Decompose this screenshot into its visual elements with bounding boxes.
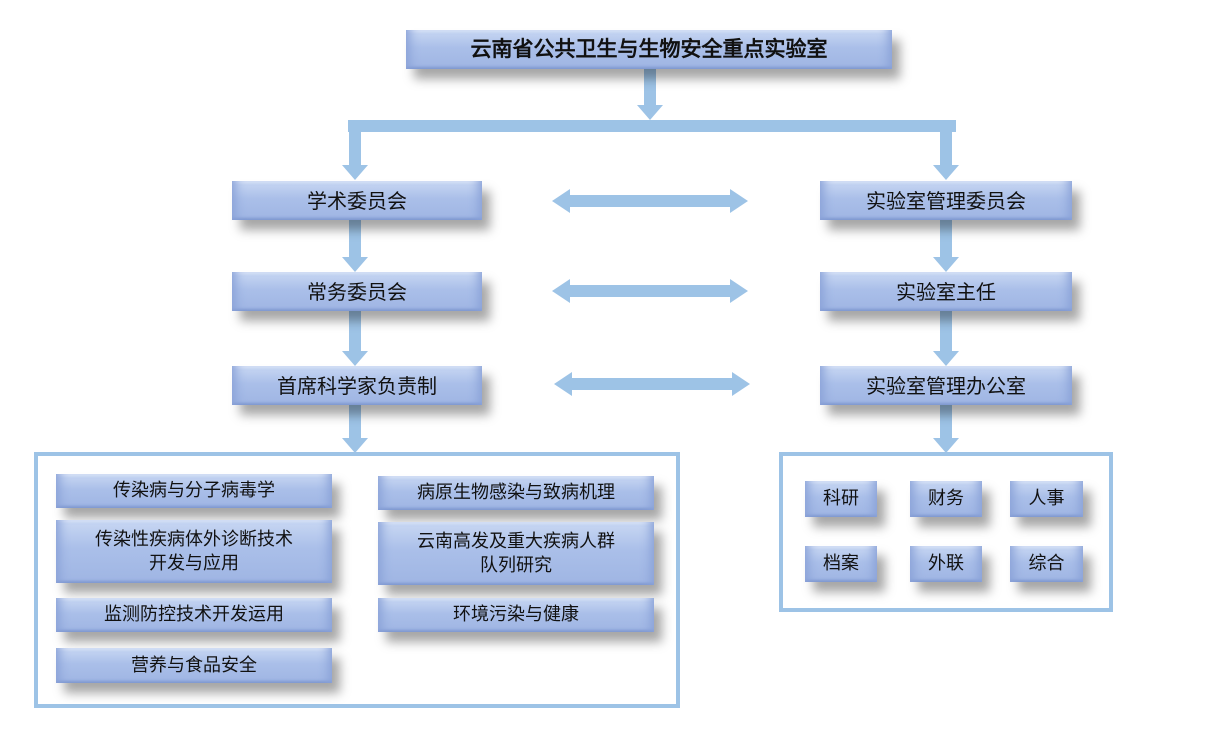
research-item: 传染性疾病体外诊断技术 开发与应用 xyxy=(56,520,332,583)
office-unit: 科研 xyxy=(805,481,877,517)
research-item: 病原生物感染与致病机理 xyxy=(378,476,654,510)
lab-management-committee: 实验室管理委员会 xyxy=(820,181,1072,220)
office-unit: 档案 xyxy=(805,546,877,582)
arrow-top-down xyxy=(637,68,663,120)
lab-director: 实验室主任 xyxy=(820,272,1072,311)
branch-bar xyxy=(348,120,956,132)
arrow-down xyxy=(342,311,368,366)
academic-committee: 学术委员会 xyxy=(232,181,482,220)
research-item: 传染病与分子病毒学 xyxy=(56,474,332,508)
org-title: 云南省公共卫生与生物安全重点实验室 xyxy=(406,30,892,69)
arrow-down xyxy=(933,311,959,366)
arrow-branch-right xyxy=(933,132,959,180)
double-arrow xyxy=(552,189,748,213)
office-units-container xyxy=(779,452,1113,612)
office-unit: 人事 xyxy=(1010,481,1083,517)
double-arrow xyxy=(554,372,750,396)
office-unit: 财务 xyxy=(910,481,982,517)
research-item: 监测防控技术开发运用 xyxy=(56,598,332,632)
office-unit: 综合 xyxy=(1010,546,1083,582)
arrow-down xyxy=(342,405,368,453)
arrow-down xyxy=(933,405,959,453)
standing-committee: 常务委员会 xyxy=(232,272,482,311)
office-unit: 外联 xyxy=(910,546,982,582)
research-item: 环境污染与健康 xyxy=(378,598,654,632)
chief-scientist: 首席科学家负责制 xyxy=(232,366,482,405)
arrow-down xyxy=(933,220,959,272)
double-arrow xyxy=(552,279,748,303)
research-item: 云南高发及重大疾病人群 队列研究 xyxy=(378,522,654,585)
arrow-down xyxy=(342,220,368,272)
research-item: 营养与食品安全 xyxy=(56,648,332,683)
arrow-branch-left xyxy=(342,132,368,180)
lab-management-office: 实验室管理办公室 xyxy=(820,366,1072,405)
